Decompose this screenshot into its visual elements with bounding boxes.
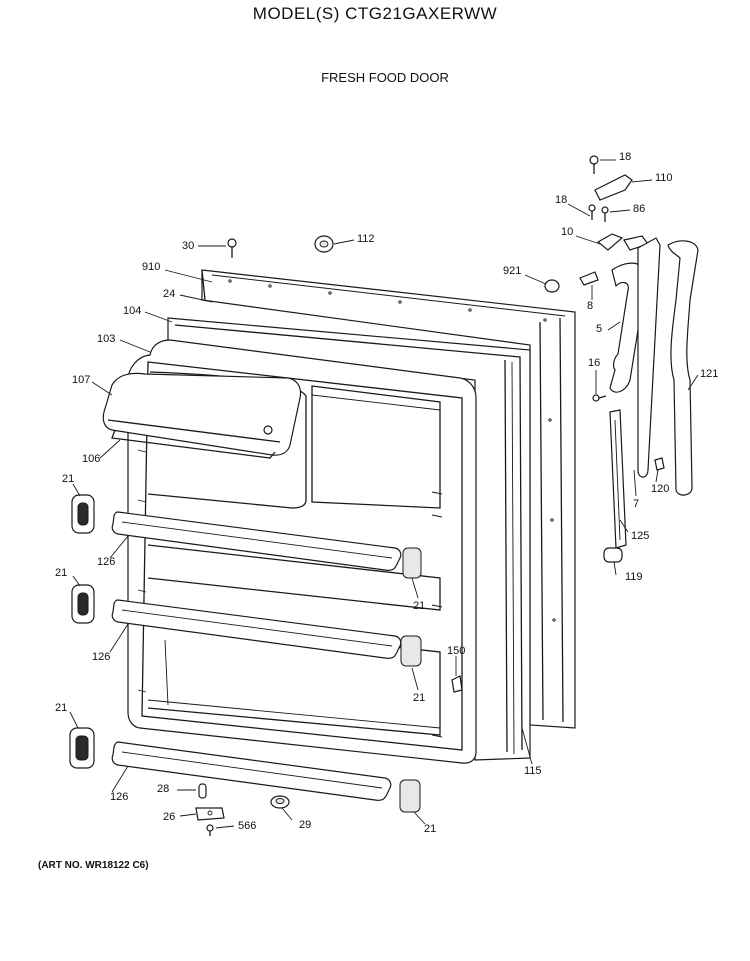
callout-86: 86 <box>633 203 646 215</box>
callout-126-lower: 126 <box>110 791 129 803</box>
small-parts-bottom <box>195 675 463 836</box>
callout-28: 28 <box>157 783 170 795</box>
callout-18-top: 18 <box>619 151 632 163</box>
shelf-end-caps <box>69 494 422 813</box>
callout-8: 8 <box>587 300 594 312</box>
callout-21-lower-left: 21 <box>55 702 68 714</box>
callout-18-hinge: 18 <box>555 194 568 206</box>
callout-126-middle: 126 <box>92 651 111 663</box>
callout-7: 7 <box>633 498 640 510</box>
diagram-subtitle: FRESH FOOD DOOR <box>321 70 449 85</box>
callout-126-upper: 126 <box>97 556 116 568</box>
callout-104: 104 <box>123 305 142 317</box>
callout-112: 112 <box>357 233 375 245</box>
callout-21-upper-right: 21 <box>413 600 426 612</box>
callout-107: 107 <box>72 374 91 386</box>
callout-16: 16 <box>588 357 601 369</box>
callout-21-upper-left: 21 <box>62 473 75 485</box>
callout-106: 106 <box>82 453 101 465</box>
door-shelf-bars <box>111 511 402 801</box>
callout-150: 150 <box>447 645 466 657</box>
callout-21-lower-right: 21 <box>424 823 437 835</box>
callout-103: 103 <box>97 333 116 345</box>
callout-125: 125 <box>631 530 650 542</box>
small-fasteners-top <box>227 235 560 293</box>
callout-21-middle-left: 21 <box>55 567 68 579</box>
callout-110: 110 <box>655 172 673 184</box>
hinge-and-handle-parts <box>579 155 699 563</box>
callout-5: 5 <box>596 323 603 335</box>
callout-115: 115 <box>524 765 542 777</box>
callout-921: 921 <box>503 265 522 277</box>
callout-910: 910 <box>142 261 161 273</box>
callout-30: 30 <box>182 240 195 252</box>
callout-26: 26 <box>163 811 176 823</box>
leader-lines <box>69 159 699 829</box>
callout-566: 566 <box>238 820 257 832</box>
callout-10: 10 <box>561 226 574 238</box>
door-gasket <box>167 317 531 761</box>
callout-21-middle-right: 21 <box>413 692 426 704</box>
diagram-title: MODEL(S) CTG21GAXERWW <box>252 4 498 23</box>
callout-119: 119 <box>625 571 643 583</box>
callout-120: 120 <box>651 483 670 495</box>
dairy-compartment-door <box>102 372 302 459</box>
callout-24: 24 <box>163 288 176 300</box>
callout-29: 29 <box>299 819 312 831</box>
callout-121: 121 <box>700 368 719 380</box>
art-number: (ART NO. WR18122 C6) <box>38 860 149 871</box>
